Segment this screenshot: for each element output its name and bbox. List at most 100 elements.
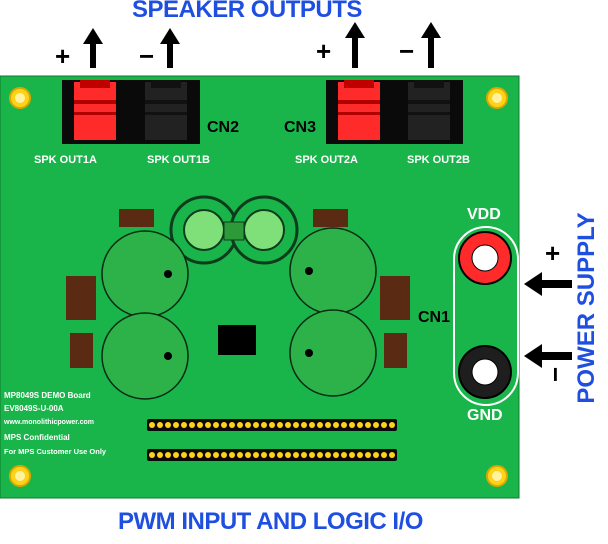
header-pin [389,452,395,458]
header-pin [181,422,187,428]
header-pin [213,452,219,458]
header-pin [165,422,171,428]
header-pin [149,452,155,458]
cn3-connector [326,80,463,144]
header-pin [373,452,379,458]
spk-out2b-label: SPK OUT2B [407,154,470,166]
up-arrow-icon [160,28,180,68]
spk-out2a-label: SPK OUT2A [295,154,358,166]
minus-sign: − [139,41,154,71]
header-pin [309,452,315,458]
header-pin [253,452,259,458]
ic-chip [218,325,256,355]
header-pin [229,452,235,458]
silkscreen-line: MP8049S DEMO Board [4,391,91,400]
header-pin [325,452,331,458]
header-pin [173,452,179,458]
header-pin [365,452,371,458]
header-pin [205,452,211,458]
up-arrow-icon [421,22,441,68]
header-pin [301,452,307,458]
header-pin-row [147,419,397,431]
capacitor [289,309,377,397]
mounting-hole [9,87,31,109]
header-pin [253,422,259,428]
header-pin [261,452,267,458]
header-pin [301,422,307,428]
header-pin [149,422,155,428]
resistor [380,276,410,320]
capacitor [289,227,377,315]
resistor [66,276,96,320]
header-pin [341,422,347,428]
header-pin [381,452,387,458]
silkscreen-line: EV8049S-U-00A [4,404,64,413]
header-pin [237,422,243,428]
header-pin-row [147,449,397,461]
resistor [119,209,154,227]
cn2-connector [62,80,200,144]
mounting-hole [486,87,508,109]
silkscreen-line: MPS Confidential [4,433,70,442]
header-pin [293,452,299,458]
header-pin [269,422,275,428]
capacitor [101,312,189,400]
header-pin [157,422,163,428]
silkscreen-line: www.monolithicpower.com [3,419,94,426]
header-pin [317,422,323,428]
header-pin [333,422,339,428]
header-pin [381,422,387,428]
inductor [229,195,299,265]
plus-sign: + [545,238,560,268]
header-pin [205,422,211,428]
vdd-label: VDD [467,206,501,223]
header-pin [221,452,227,458]
spk-out1a-label: SPK OUT1A [34,154,97,166]
cn2-label: CN2 [207,119,239,136]
header-pin [213,422,219,428]
header-pin [349,452,355,458]
header-pin [389,422,395,428]
header-pin [341,452,347,458]
mounting-hole [486,465,508,487]
header-pin [221,422,227,428]
up-arrow-icon [345,22,365,68]
header-pin [285,422,291,428]
cn1-label: CN1 [418,309,450,326]
up-arrow-icon [83,28,103,68]
header-pin [197,452,203,458]
minus-sign: − [399,36,414,66]
cn1-connector [453,226,519,406]
header-pin [357,452,363,458]
gnd-label: GND [467,407,503,424]
silkscreen-line: For MPS Customer Use Only [4,447,107,456]
capacitor [101,230,189,318]
plus-sign: + [316,36,331,66]
header-pin [189,452,195,458]
resistor [384,333,407,368]
cn3-label: CN3 [284,119,316,136]
header-pin [245,452,251,458]
header-pin [333,452,339,458]
plus-sign: + [55,41,70,71]
header-pin [173,422,179,428]
header-pin [277,422,283,428]
header-pin [293,422,299,428]
header-pin [269,452,275,458]
header-pin [285,452,291,458]
header-pin [325,422,331,428]
speaker-outputs-title: SPEAKER OUTPUTS [132,0,362,23]
left-arrow-icon [524,272,572,296]
header-pin [277,452,283,458]
header-pin [197,422,203,428]
header-pin [357,422,363,428]
header-pin [309,422,315,428]
header-pin [349,422,355,428]
header-pin [373,422,379,428]
resistor [70,333,93,368]
header-pin [245,422,251,428]
resistor [313,209,348,227]
header-pin [165,452,171,458]
mounting-hole [9,465,31,487]
header-pin [229,422,235,428]
